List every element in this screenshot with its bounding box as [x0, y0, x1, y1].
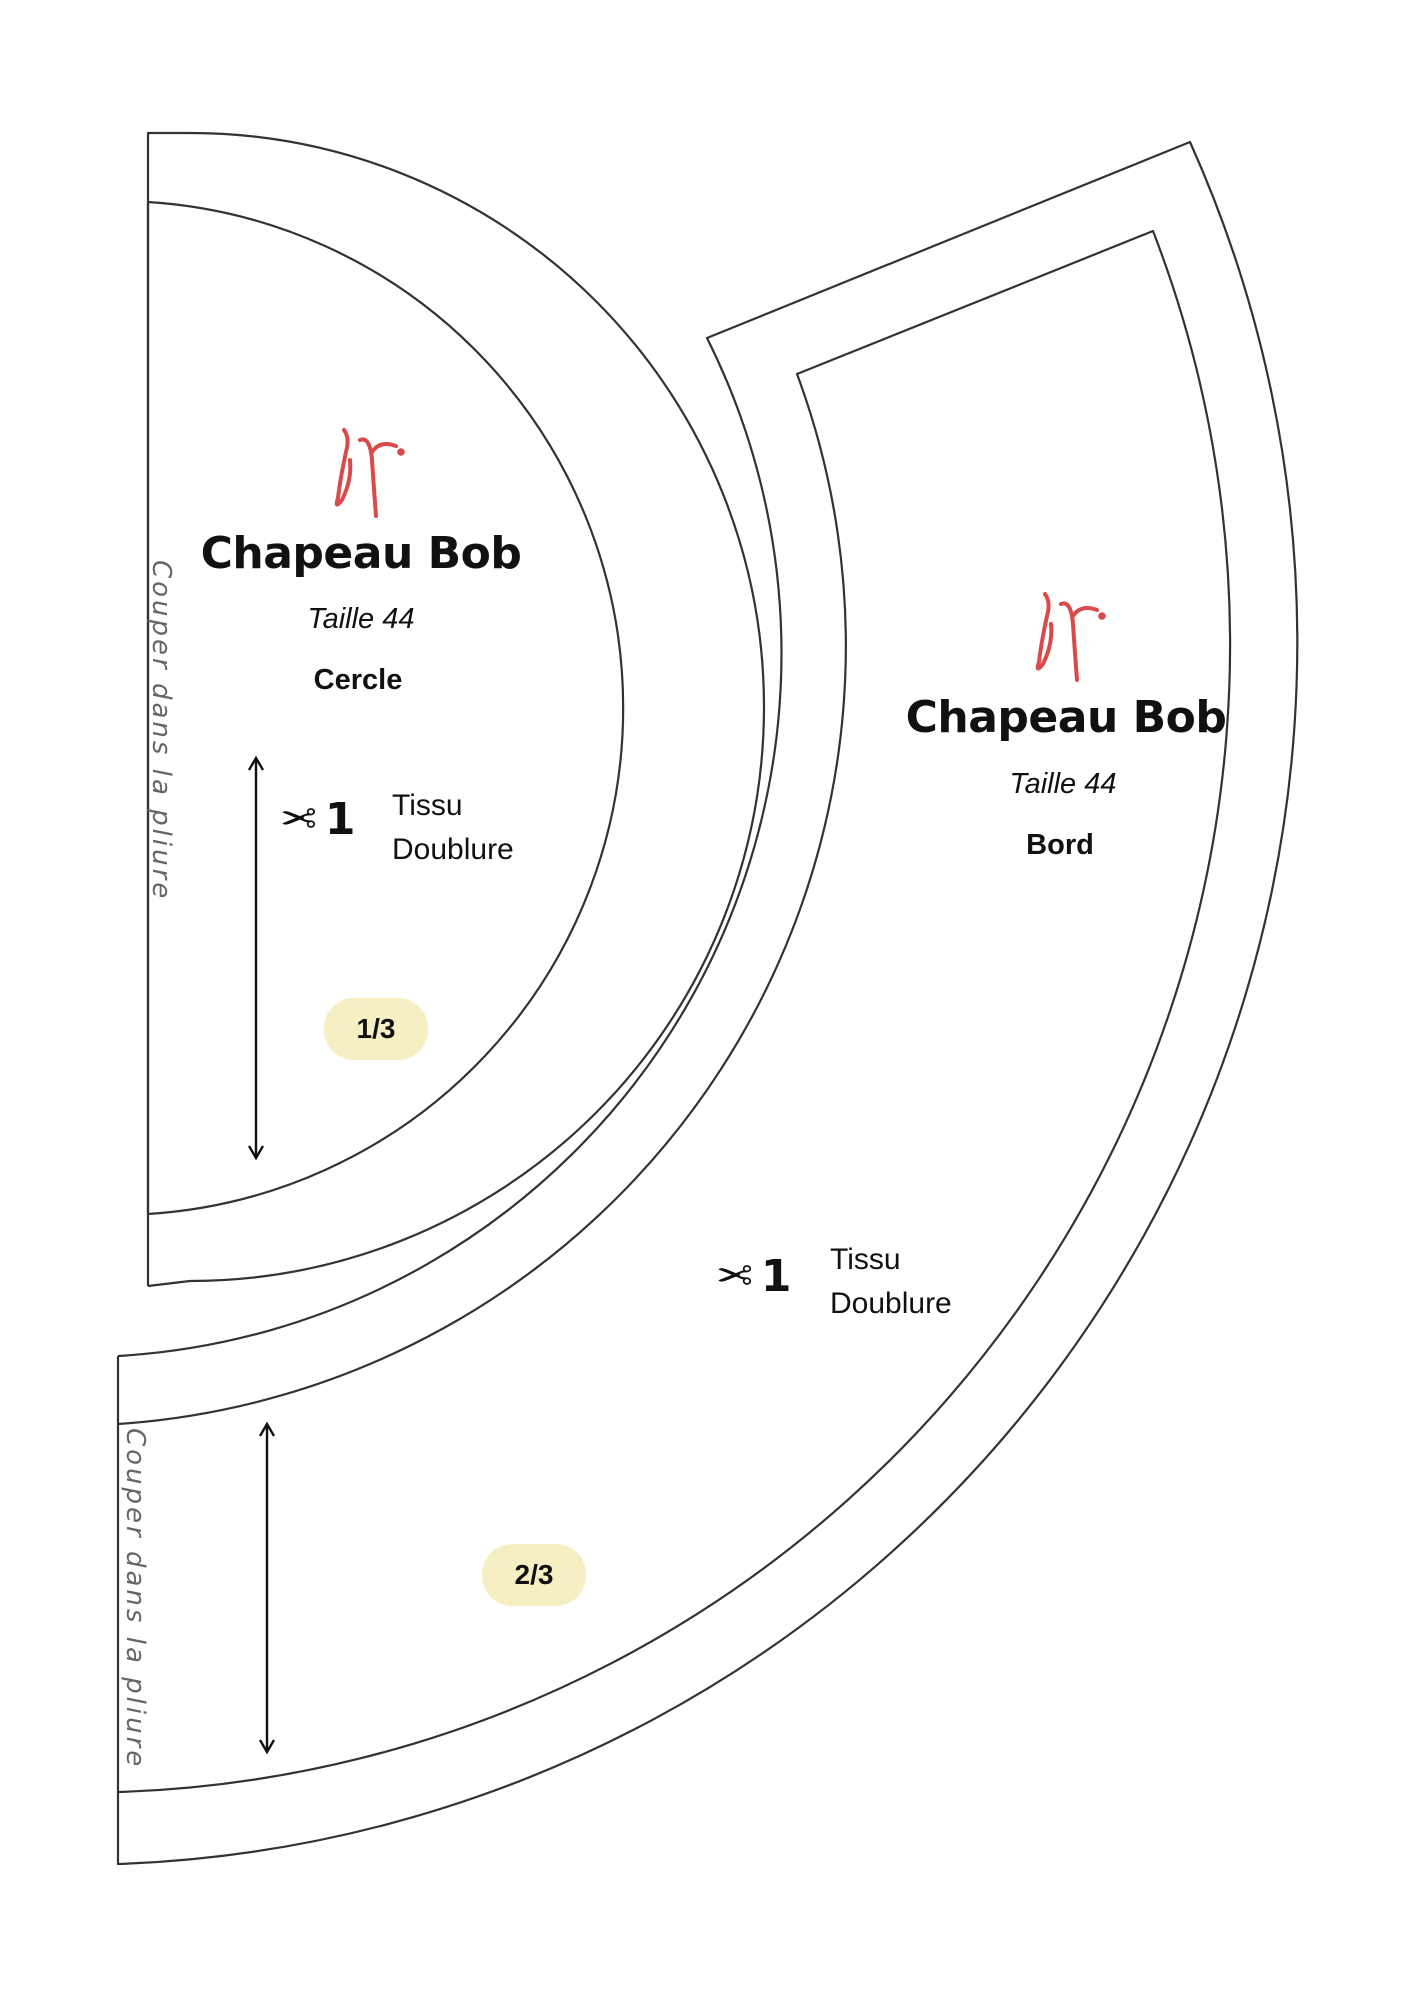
bord-outer-cut-line	[116, 140, 1299, 1866]
piece-name: Cercle	[313, 664, 403, 696]
cut-instruction: ✂ 1	[280, 794, 356, 845]
scissors-icon: ✂	[280, 795, 317, 844]
cercle-outer-cut-line	[146, 131, 766, 1288]
material-label: Tissu	[830, 1243, 901, 1276]
cut-materials: Tissu Doublure	[392, 784, 514, 872]
cut-count: 1	[760, 1251, 792, 1302]
brand-logo	[1035, 592, 1106, 682]
piece-size: Taille 44	[1009, 768, 1117, 800]
scissors-icon: ✂	[716, 1252, 753, 1301]
piece-title: Chapeau Bob	[200, 528, 522, 579]
cercle-seam-line	[146, 200, 625, 1216]
page-part-badge: 2/3	[482, 1544, 586, 1606]
material-label: Doublure	[392, 833, 514, 866]
cut-materials: Tissu Doublure	[830, 1238, 952, 1326]
cut-instruction: ✂ 1	[716, 1251, 792, 1302]
bord-grain-arrow	[258, 1421, 276, 1755]
fold-instruction: Couper dans la pliure	[120, 1428, 150, 1770]
cercle-grain-arrow	[247, 755, 265, 1161]
brand-logo	[334, 428, 405, 518]
piece-title: Chapeau Bob	[905, 692, 1227, 743]
fold-instruction: Couper dans la pliure	[146, 560, 176, 902]
page-part-badge: 1/3	[324, 998, 428, 1060]
cut-count: 1	[324, 794, 356, 845]
piece-name: Bord	[1026, 829, 1094, 861]
bord-seam-line	[117, 229, 1232, 1794]
piece-size: Taille 44	[307, 603, 415, 635]
material-label: Tissu	[392, 789, 463, 822]
material-label: Doublure	[830, 1287, 952, 1320]
